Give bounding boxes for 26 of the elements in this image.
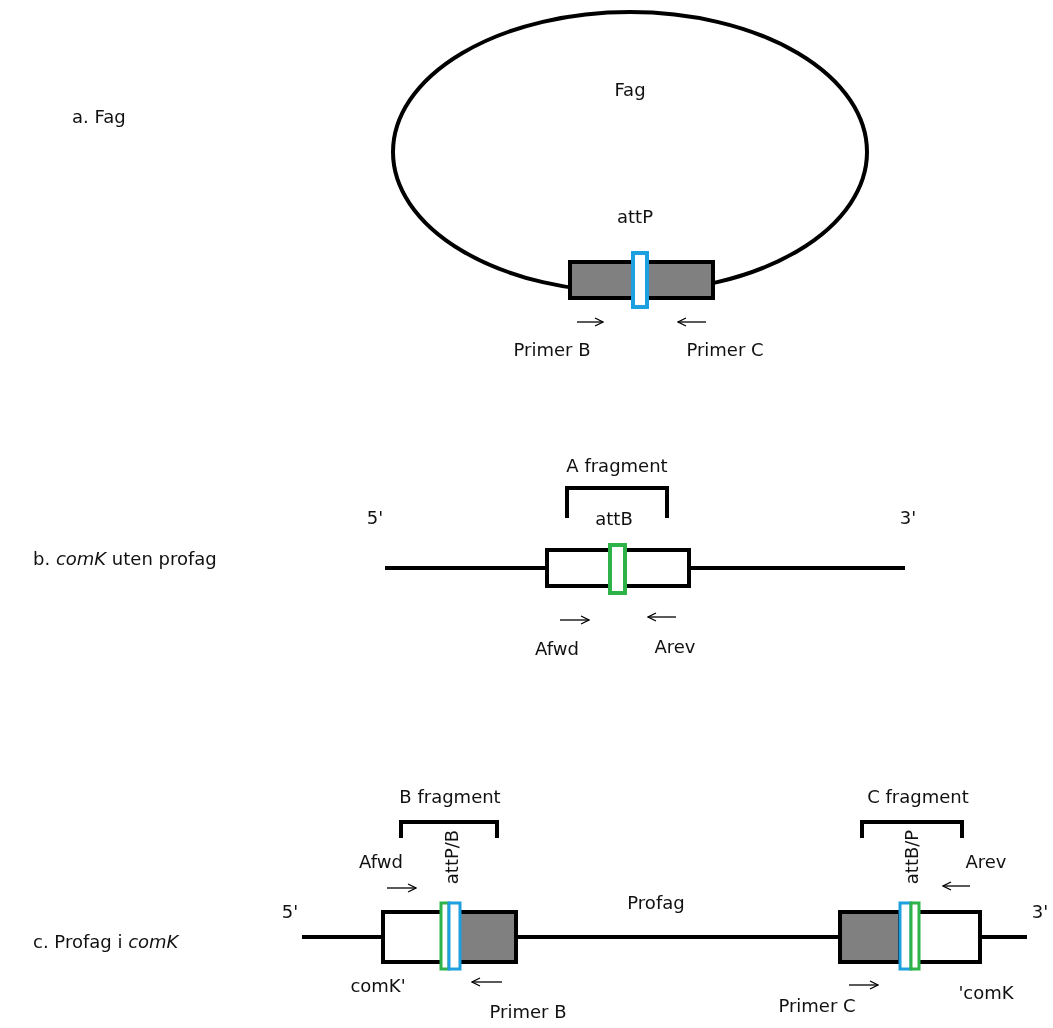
end-label: 5' [281,902,299,922]
phage-label: Fag [614,80,646,100]
primer-label: Primer B [513,340,591,360]
end-label: 3' [1031,902,1049,922]
site-label: attB [595,509,633,529]
primer-label: Afwd [359,852,403,872]
primer-label: Afwd [535,639,579,659]
site-label: attP [617,207,653,227]
fragment-label: C fragment [867,787,969,807]
primer-label: Arev [965,852,1007,872]
gene-end-label: 'comK [958,983,1014,1003]
fragment-label: A fragment [566,456,668,476]
panel-title: a. Fag [72,107,126,127]
end-label: 5' [366,508,384,528]
primer-label: Arev [654,637,696,657]
panel-title: b. comK uten profag [33,549,217,569]
fragment-label: B fragment [399,787,501,807]
region-label: Profag [627,893,685,913]
primer-label: Primer C [778,996,856,1016]
site-label: attB/P [902,829,922,885]
primer-label: Primer B [489,1002,567,1022]
panel-title: c. Profag i comK [33,932,179,952]
primer-label: Primer C [686,340,764,360]
end-label: 3' [899,508,917,528]
gene-end-label: comK' [350,976,406,996]
site-label: attP/B [442,829,462,885]
